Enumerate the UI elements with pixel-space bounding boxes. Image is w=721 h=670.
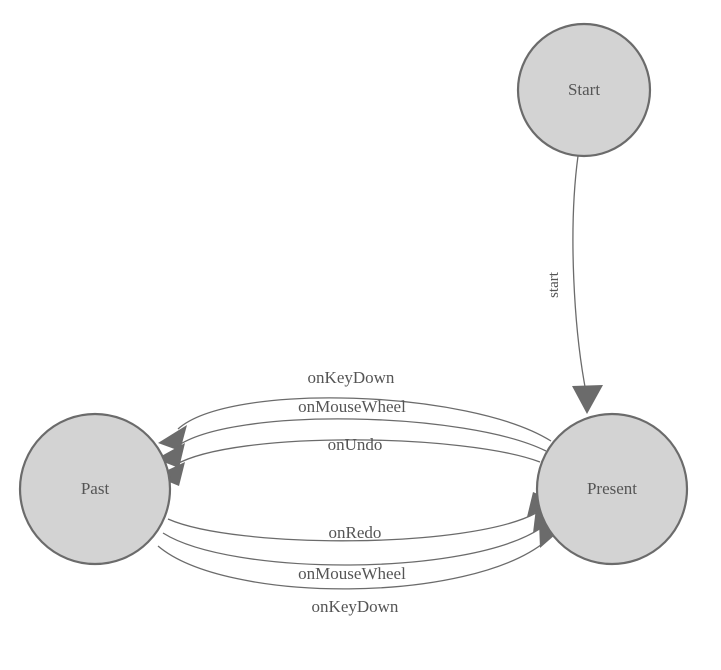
node-circle: [18, 412, 172, 566]
node-past[interactable]: Past: [18, 412, 172, 566]
edge-label-onundo: onUndo: [328, 435, 383, 454]
edge-label-start: start: [546, 271, 562, 298]
edge-label-onmousewheel-lower: onMouseWheel: [298, 564, 406, 583]
node-circle: [516, 22, 652, 158]
node-label-start: Start: [568, 80, 600, 99]
edge-path: [177, 397, 552, 442]
arrow-head-icon: [572, 385, 603, 414]
node-circle: [535, 412, 689, 566]
edge-label-onmousewheel-upper: onMouseWheel: [298, 397, 406, 416]
arrow-head-icon: [155, 462, 185, 486]
edge-label-onredo: onRedo: [329, 523, 382, 542]
node-present[interactable]: Present: [535, 412, 689, 566]
edge-present-to-past-onmousewheel[interactable]: onMouseWheel: [156, 397, 547, 468]
edge-path: [157, 540, 547, 590]
edge-past-to-present-onredo[interactable]: onRedo: [167, 492, 556, 542]
edge-path: [162, 527, 542, 566]
edge-label-onkeydown-lower: onKeyDown: [312, 597, 399, 616]
edge-start-to-present[interactable]: start: [546, 155, 603, 414]
edge-present-to-past-onundo[interactable]: onUndo: [155, 435, 541, 486]
edge-past-to-present-onmousewheel[interactable]: onMouseWheel: [162, 508, 560, 583]
edge-path: [175, 418, 547, 452]
node-start[interactable]: Start: [516, 22, 652, 158]
edge-path: [174, 439, 541, 466]
node-label-present: Present: [587, 479, 637, 498]
edge-path: [572, 155, 587, 393]
edge-label-onkeydown-upper: onKeyDown: [308, 368, 395, 387]
edge-path: [167, 512, 537, 542]
node-label-past: Past: [81, 479, 110, 498]
